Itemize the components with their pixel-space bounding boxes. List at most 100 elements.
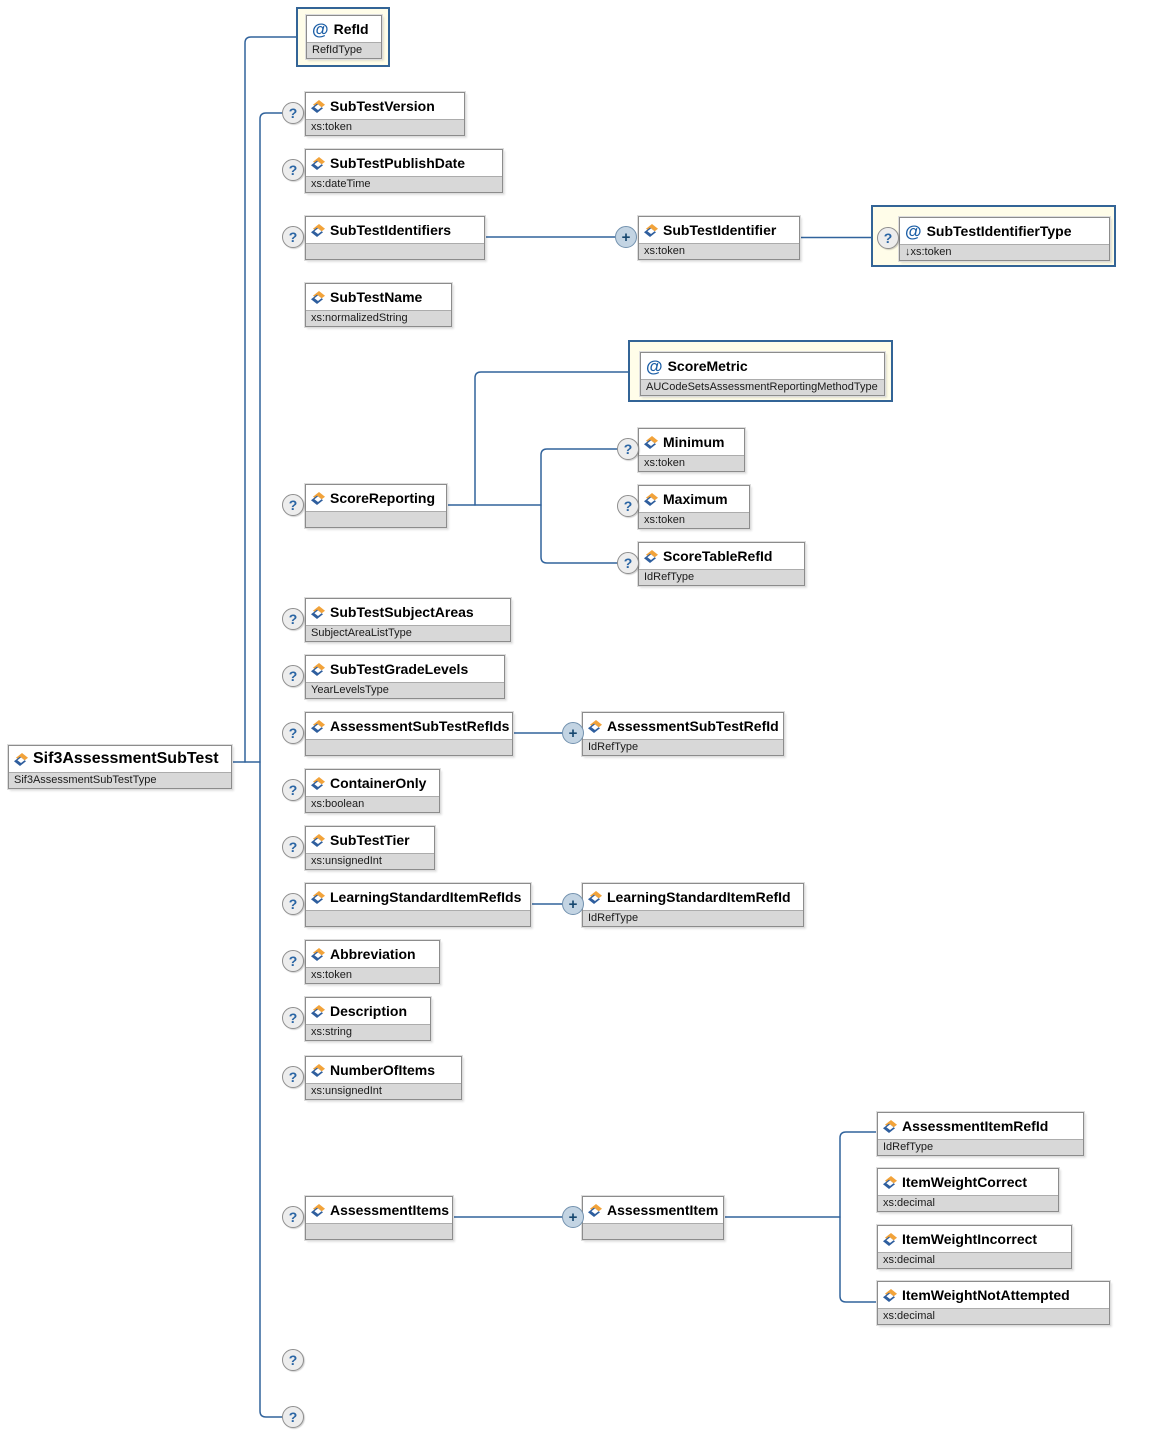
element-icon [311,1203,325,1217]
node-type: xs:unsignedInt [306,1083,461,1099]
node-type: xs:token [639,455,744,471]
node-label: SubTestName [330,289,423,305]
element-icon [644,549,658,563]
element-icon [311,1004,325,1018]
node-label: Description [330,1003,408,1019]
node-assessmentsubtestrefids[interactable]: AssessmentSubTestRefIds [305,712,513,756]
optional-occurrence-marker: ? [877,227,899,249]
repeat-occurrence-marker: + [615,226,637,248]
node-title-bar: Minimum [639,429,744,455]
element-icon [883,1288,897,1302]
node-title-bar: SubTestSubjectAreas [306,599,510,625]
element-icon [14,752,28,766]
node-type [306,739,512,755]
node-type: RefIdType [307,42,381,58]
node-title-bar: ItemWeightCorrect [878,1169,1058,1195]
element-icon [311,719,325,733]
element-icon [311,156,325,170]
node-description[interactable]: Description xs:string [305,997,431,1041]
element-icon [644,492,658,506]
optional-occurrence-marker: ? [282,159,304,181]
node-title-bar: SubTestIdentifier [639,217,799,243]
node-label: SubTestIdentifier [663,222,777,238]
repeat-occurrence-marker: + [562,1206,584,1228]
node-title-bar: SubTestName [306,284,451,310]
node-type: Sif3AssessmentSubTestType [9,772,231,788]
node-label: ItemWeightNotAttempted [902,1287,1070,1303]
node-label: AssessmentItems [330,1202,450,1218]
node-type: IdRefType [583,739,783,755]
node-label: Minimum [663,434,725,450]
element-icon [588,1203,602,1217]
element-icon [311,605,325,619]
node-minimum[interactable]: Minimum xs:token [638,428,745,472]
attribute-at-icon: @ [312,19,329,39]
node-type [306,511,446,527]
node-label: ScoreMetric [667,358,748,374]
node-label: Sif3AssessmentSubTest [33,750,219,767]
node-assessmentitems[interactable]: AssessmentItems [305,1196,453,1240]
node-type [306,243,484,259]
node-title-bar: Maximum [639,486,749,512]
element-icon [588,719,602,733]
node-scorereporting[interactable]: ScoreReporting [305,484,447,528]
node-label: SubTestPublishDate [330,155,466,171]
node-assessmentitem[interactable]: AssessmentItem [582,1196,724,1240]
node-title-bar: AssessmentSubTestRefIds [306,713,512,739]
node-label: ScoreReporting [330,490,436,506]
node-type: xs:decimal [878,1308,1109,1324]
node-itemweightnotattempted[interactable]: ItemWeightNotAttempted xs:decimal [877,1281,1110,1325]
node-subtestidentifiertype[interactable]: @SubTestIdentifierType↓xs:token [899,217,1110,261]
element-icon [883,1232,897,1246]
node-title-bar: ScoreReporting [306,485,446,511]
node-title-bar: SubTestPublishDate [306,150,502,176]
optional-occurrence-marker: ? [282,1406,304,1428]
node-learningstandarditemrefids[interactable]: LearningStandardItemRefIds [305,883,531,927]
node-type: IdRefType [878,1139,1083,1155]
node-label: SubTestVersion [330,98,435,114]
node-type: xs:decimal [878,1195,1058,1211]
node-title-bar: ItemWeightIncorrect [878,1226,1071,1252]
node-title-bar: ItemWeightNotAttempted [878,1282,1109,1308]
optional-occurrence-marker: ? [282,226,304,248]
node-title-bar: LearningStandardItemRefIds [306,884,530,910]
node-title-bar: ContainerOnly [306,770,439,796]
optional-occurrence-marker: ? [282,1349,304,1371]
node-subtestidentifiers[interactable]: SubTestIdentifiers [305,216,485,260]
element-icon [311,662,325,676]
optional-occurrence-marker: ? [282,494,304,516]
attribute-at-icon: @ [646,356,663,376]
node-title-bar: AssessmentItems [306,1197,452,1223]
node-type: xs:string [306,1024,430,1040]
optional-occurrence-marker: ? [282,1206,304,1228]
connector-item-children-trunk [839,1131,878,1303]
connector-scoremetric [474,371,629,506]
node-title-bar: @SubTestIdentifierType [900,218,1109,244]
node-label: ItemWeightIncorrect [902,1231,1038,1247]
optional-occurrence-marker: ? [282,102,304,124]
optional-occurrence-marker: ? [282,779,304,801]
node-type [306,910,530,926]
node-title-bar: @RefId [307,16,381,42]
